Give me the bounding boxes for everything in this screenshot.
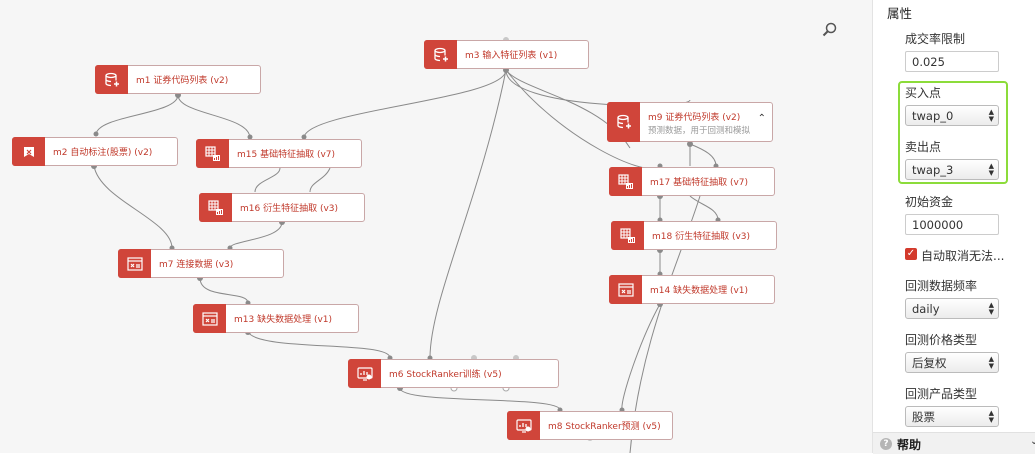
- node-m13[interactable]: m13 缺失数据处理 (v1): [193, 304, 359, 333]
- grid-icon: [611, 221, 644, 250]
- help-icon: ?: [880, 438, 892, 450]
- node-m7[interactable]: m7 连接数据 (v3): [118, 249, 284, 278]
- tools-icon: [193, 304, 226, 333]
- help-label: 帮助: [897, 438, 922, 452]
- buy-point-label: 买入点: [905, 86, 942, 100]
- select-arrows-icon: ▲▼: [988, 355, 994, 370]
- grid-icon: [609, 167, 642, 196]
- node-m1[interactable]: m1 证券代码列表 (v2): [95, 65, 261, 94]
- product-type-select[interactable]: 股票 ▲▼: [905, 406, 999, 427]
- freq-label: 回测数据频率: [905, 279, 978, 293]
- price-type-value: 后复权: [912, 356, 947, 370]
- initial-capital-label: 初始资金: [905, 195, 954, 209]
- select-arrows-icon: ▲▼: [988, 409, 994, 424]
- workflow-canvas[interactable]: m1 证券代码列表 (v2) m3 输入特征列表 (v1) m2 自动标注(股票…: [0, 0, 872, 453]
- database-icon: [95, 65, 128, 94]
- node-label: m16 衍生特征抽取 (v3): [240, 204, 339, 214]
- node-m2[interactable]: m2 自动标注(股票) (v2): [12, 137, 178, 166]
- sell-point-label: 卖出点: [905, 140, 942, 154]
- highlight-box: [898, 81, 1008, 184]
- auto-cancel-label: 自动取消无法...: [921, 249, 1005, 263]
- node-label: m13 缺失数据处理 (v1): [234, 315, 333, 325]
- search-icon[interactable]: [822, 22, 838, 42]
- rate-limit-input[interactable]: 0.025: [905, 51, 999, 72]
- sell-point-value: twap_3: [912, 163, 954, 177]
- properties-panel: 属性 成交率限制 0.025 买入点 twap_0 ▲▼ 卖出点 twap_3 …: [872, 0, 1035, 454]
- price-type-label: 回测价格类型: [905, 333, 978, 347]
- node-label: m18 衍生特征抽取 (v3): [652, 232, 751, 242]
- node-label: m8 StockRanker预测 (v5): [548, 422, 661, 432]
- buy-point-value: twap_0: [912, 109, 954, 123]
- node-m14[interactable]: m14 缺失数据处理 (v1): [609, 275, 775, 304]
- chart-icon: [507, 411, 540, 440]
- node-label: m9 证券代码列表 (v2): [648, 113, 741, 123]
- select-arrows-icon: ▲▼: [988, 162, 994, 177]
- node-m9[interactable]: m9 证券代码列表 (v2) 预测数据，用于回测和模拟 ⌃: [607, 102, 773, 142]
- panel-title: 属性: [887, 6, 913, 21]
- grid-icon: [199, 193, 232, 222]
- node-label: m1 证券代码列表 (v2): [136, 76, 229, 86]
- chart-icon: [348, 359, 381, 388]
- node-label: m17 基础特征抽取 (v7): [650, 178, 749, 188]
- sell-point-select[interactable]: twap_3 ▲▼: [905, 159, 999, 180]
- help-section[interactable]: ? 帮助 ⌄: [873, 432, 1035, 454]
- price-type-select[interactable]: 后复权 ▲▼: [905, 352, 999, 373]
- node-m15[interactable]: m15 基础特征抽取 (v7): [196, 139, 362, 168]
- node-m6[interactable]: m6 StockRanker训练 (v5): [348, 359, 559, 388]
- initial-capital-input[interactable]: 1000000: [905, 214, 999, 235]
- select-arrows-icon: ▲▼: [988, 108, 994, 123]
- node-m18[interactable]: m18 衍生特征抽取 (v3): [611, 221, 777, 250]
- node-m8[interactable]: m8 StockRanker预测 (v5): [507, 411, 673, 440]
- product-type-value: 股票: [912, 410, 935, 424]
- auto-cancel-checkbox[interactable]: ✓: [905, 248, 917, 260]
- node-label: m15 基础特征抽取 (v7): [237, 150, 336, 160]
- node-m17[interactable]: m17 基础特征抽取 (v7): [609, 167, 775, 196]
- tag-icon: [12, 137, 45, 166]
- buy-point-select[interactable]: twap_0 ▲▼: [905, 105, 999, 126]
- node-label: m6 StockRanker训练 (v5): [389, 370, 502, 380]
- node-label: m14 缺失数据处理 (v1): [650, 286, 749, 296]
- select-arrows-icon: ▲▼: [988, 301, 994, 316]
- database-icon: [607, 102, 640, 142]
- node-m3[interactable]: m3 输入特征列表 (v1): [424, 40, 589, 69]
- product-type-label: 回测产品类型: [905, 387, 978, 401]
- freq-value: daily: [912, 302, 940, 316]
- chevron-down-icon[interactable]: ⌄: [1030, 436, 1035, 447]
- tools-icon: [609, 275, 642, 304]
- chevron-up-icon[interactable]: ⌃: [757, 113, 766, 124]
- database-icon: [424, 40, 457, 69]
- rate-limit-label: 成交率限制: [905, 32, 966, 46]
- freq-select[interactable]: daily ▲▼: [905, 298, 999, 319]
- node-label: m2 自动标注(股票) (v2): [53, 148, 153, 158]
- node-label: m7 连接数据 (v3): [159, 260, 234, 270]
- tools-icon: [118, 249, 151, 278]
- node-sublabel: 预测数据，用于回测和模拟: [648, 126, 751, 136]
- node-m16[interactable]: m16 衍生特征抽取 (v3): [199, 193, 365, 222]
- node-label: m3 输入特征列表 (v1): [465, 51, 558, 61]
- grid-icon: [196, 139, 229, 168]
